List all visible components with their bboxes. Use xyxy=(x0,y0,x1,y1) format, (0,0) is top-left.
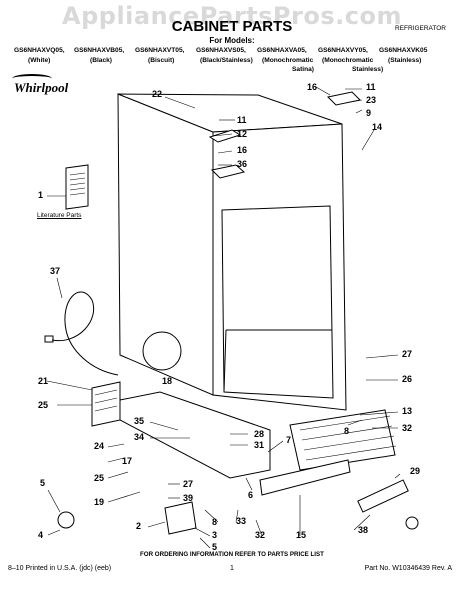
model-color: (Biscuit) xyxy=(148,57,175,64)
callout-label: 16 xyxy=(307,82,318,92)
condenser xyxy=(289,409,396,471)
callout-label: 1 xyxy=(38,190,44,200)
category-label: REFRIGERATOR xyxy=(394,25,446,32)
callout-label: 38 xyxy=(358,525,369,535)
callout-label: 8 xyxy=(212,517,218,527)
callout-label: 32 xyxy=(255,530,266,540)
page-number: 1 xyxy=(230,565,234,572)
callout-label: 5 xyxy=(212,542,218,552)
model-color: (Black/Stainless) xyxy=(200,57,253,64)
callout-label: 26 xyxy=(402,374,413,384)
detail-circle xyxy=(142,331,182,371)
cabinet-side-face xyxy=(212,123,347,411)
part-number: Part No. W10346439 Rev. A xyxy=(364,565,452,572)
callout-label: 19 xyxy=(94,497,105,507)
bottom-hinge xyxy=(164,501,197,535)
model-color: (Monochromatic xyxy=(322,57,374,64)
models-label: For Models: xyxy=(209,36,255,45)
callout-label: 14 xyxy=(372,122,383,132)
callout-label: 22 xyxy=(152,89,163,99)
model-color: (White) xyxy=(28,57,51,64)
power-cord xyxy=(51,291,119,376)
callout-label: 15 xyxy=(296,530,307,540)
callout-label: 16 xyxy=(237,145,248,155)
callout-label: 2 xyxy=(136,521,142,531)
callout-label: 5 xyxy=(40,478,46,488)
callout-label: 4 xyxy=(38,530,44,540)
callout-label: 6 xyxy=(248,490,254,500)
callout-label: 32 xyxy=(402,423,413,433)
model-number: GS6NHAXVK05 xyxy=(379,47,428,54)
callout-label: 33 xyxy=(236,516,247,526)
model-number: GS6NHAXVQ05, xyxy=(14,47,65,54)
model-number: GS6NHAXVY05, xyxy=(318,47,368,54)
roller-tube xyxy=(357,479,409,513)
callout-label: 39 xyxy=(183,493,194,503)
callout-label: 37 xyxy=(50,266,61,276)
model-number: GS6NHAXVB05, xyxy=(74,47,125,54)
callout-label: 11 xyxy=(366,82,376,92)
cabinet-front-face xyxy=(117,93,214,396)
brand-logo: Whirlpool xyxy=(14,80,69,95)
callout-label: 27 xyxy=(402,349,413,359)
top-hinge-right xyxy=(326,91,362,106)
callout-label: 28 xyxy=(254,429,265,439)
callout-label: 27 xyxy=(183,479,194,489)
callout-label: 11 xyxy=(237,115,247,125)
top-hinge-lower xyxy=(210,164,246,179)
callout-label: 17 xyxy=(122,456,133,466)
model-color: (Monochromatic xyxy=(262,57,314,64)
callout-label: 34 xyxy=(134,432,145,442)
callout-label: 7 xyxy=(286,435,292,445)
watermark: AppliancePartsPros.com xyxy=(62,2,402,30)
callout-label: 3 xyxy=(212,530,218,540)
cabinet-opening xyxy=(221,205,334,399)
rear-panel xyxy=(91,381,121,427)
ordering-note: FOR ORDERING INFORMATION REFER TO PARTS … xyxy=(140,551,324,558)
print-info: 8–10 Printed in U.S.A. (jdc) (eeb) xyxy=(8,565,112,572)
callout-label: 9 xyxy=(366,108,372,118)
toe-grille xyxy=(259,459,351,496)
callout-label: 36 xyxy=(237,159,248,169)
literature-label: Literature Parts xyxy=(37,212,82,219)
callout-label: 18 xyxy=(162,376,173,386)
callout-label: 31 xyxy=(254,440,265,450)
brand-logo-swoosh xyxy=(12,74,52,83)
model-number: GS6NHAXVT05, xyxy=(135,47,185,54)
page-title: CABINET PARTS xyxy=(171,18,293,35)
callout-label: 29 xyxy=(410,466,421,476)
callout-label: 24 xyxy=(94,441,105,451)
model-color-cont: Stainless) xyxy=(352,66,384,73)
model-color: (Black) xyxy=(90,57,112,64)
model-number: GS6NHAXVA05, xyxy=(257,47,307,54)
literature-pack xyxy=(65,164,89,210)
callout-label: 35 xyxy=(134,416,145,426)
model-number: GS6NHAXVS05, xyxy=(196,47,246,54)
callout-label: 21 xyxy=(38,376,49,386)
callout-label: 25 xyxy=(94,473,105,483)
callout-label: 23 xyxy=(366,95,377,105)
callout-label: 8 xyxy=(344,426,350,436)
model-color: (Stainless) xyxy=(388,57,422,64)
callout-label: 25 xyxy=(38,400,49,410)
roller-wheel xyxy=(405,516,419,530)
caster-wheel xyxy=(57,511,75,529)
model-color-cont: Satina) xyxy=(292,66,314,73)
callout-label: 12 xyxy=(237,129,248,139)
callout-label: 13 xyxy=(402,406,413,416)
top-hinge xyxy=(208,129,242,143)
